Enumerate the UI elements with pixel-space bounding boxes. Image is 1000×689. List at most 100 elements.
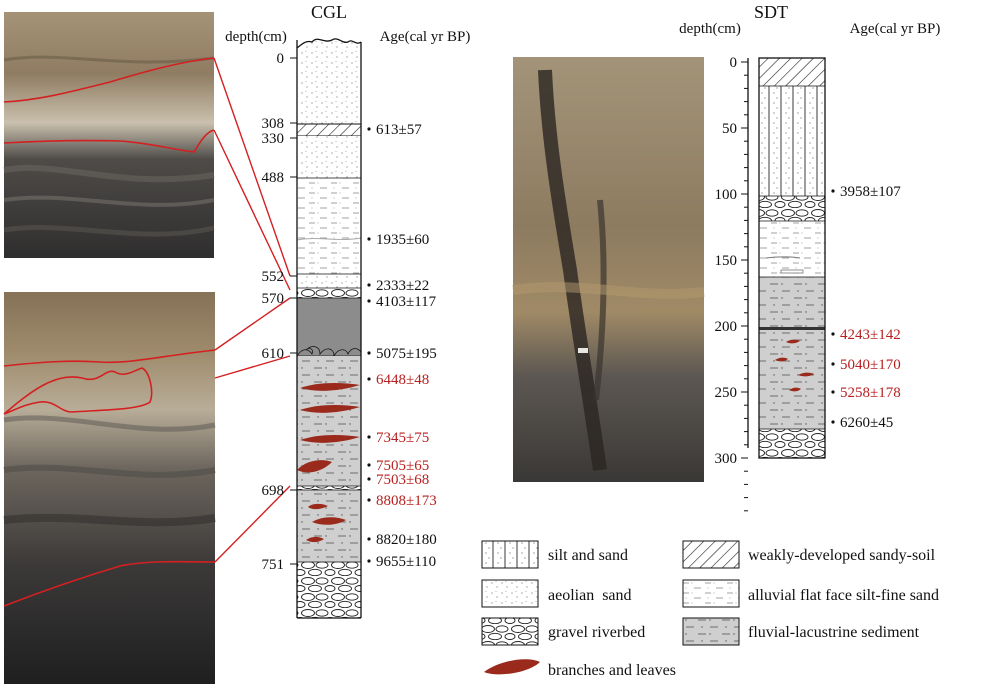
cgl-depth-label: 0	[277, 51, 285, 67]
cgl-age-label: 8808±173	[376, 493, 437, 509]
cgl-boundaries	[297, 177, 361, 563]
branch-mark	[300, 405, 360, 413]
cgl-age-label: 1935±60	[376, 232, 429, 248]
cgl-age-dot	[367, 377, 371, 381]
branch-mark	[798, 372, 814, 377]
sdt-layer-gravel-base	[759, 429, 825, 458]
cgl-age-label: 8820±180	[376, 532, 437, 548]
cgl-age-header: Age(cal yr BP)	[380, 29, 471, 45]
legend-item-fluvial: fluvial-lacustrine sediment	[682, 617, 920, 646]
sdt-branches	[775, 339, 814, 392]
correlation-line-2	[213, 129, 291, 291]
cgl-age-dot	[367, 559, 371, 563]
sdt-age-label: 3958±107	[840, 184, 901, 200]
cgl-age-dot	[367, 498, 371, 502]
correlation-line-1	[213, 57, 291, 277]
legend-item-branches: branches and leaves	[484, 659, 676, 679]
branch-mark	[789, 387, 801, 392]
sdt-age-label: 5258±178	[840, 385, 901, 401]
legend-item-gravel: gravel riverbed	[481, 617, 645, 646]
legend-swatch-aeolian	[481, 579, 539, 608]
cgl-depth-label: 698	[262, 483, 285, 499]
sdt-boundaries	[759, 85, 825, 430]
cgl-depth-label: 751	[262, 557, 285, 573]
cgl-age-label: 2333±22	[376, 278, 429, 294]
branch-mark	[312, 517, 346, 525]
correlation-line-4	[214, 355, 291, 379]
sdt-axis-tick-label: 0	[730, 55, 738, 71]
branch-mark	[306, 536, 324, 543]
sdt-axis-tick-label: 150	[715, 253, 738, 269]
sdt-column	[758, 57, 826, 459]
cgl-branches	[297, 383, 360, 543]
cgl-age-label: 613±57	[376, 122, 422, 138]
cgl-layer-dark	[297, 298, 361, 356]
photo-cgl-bottom	[3, 292, 216, 684]
cgl-layer-soil	[296, 123, 362, 137]
legend-item-aeolian: aeolian sand	[481, 579, 632, 608]
cgl-age-label: 9655±110	[376, 554, 436, 570]
boundary-line-d	[3, 367, 153, 415]
cgl-layer-sand	[297, 274, 361, 288]
sdt-age-dot	[831, 420, 835, 424]
sdt-age-dot	[831, 362, 835, 366]
legend-label-gravel: gravel riverbed	[548, 624, 645, 641]
cgl-age-label: 4103±117	[376, 294, 437, 310]
legend-swatch-fluvial	[682, 617, 740, 646]
sdt-axis-tick-label: 200	[715, 319, 738, 335]
sdt-depth-header: depth(cm)	[679, 21, 741, 37]
legend-swatch-silt	[481, 540, 539, 569]
legend-label-silt: silt and sand	[548, 547, 628, 564]
cgl-age-label: 7503±68	[376, 472, 429, 488]
cgl-depth-label: 610	[262, 346, 285, 362]
cgl-column	[296, 38, 362, 619]
cgl-age-dot	[367, 537, 371, 541]
cgl-depth-header: depth(cm)	[225, 29, 287, 45]
branch-mark	[300, 383, 360, 391]
photo-sdt	[512, 57, 705, 482]
sdt-age-dot	[831, 390, 835, 394]
cgl-layer-gravel-base	[297, 562, 361, 618]
cgl-alluvial-lamina	[296, 237, 362, 241]
cgl-age-dot	[367, 435, 371, 439]
cgl-top-surface	[297, 38, 361, 48]
sdt-age-label: 4243±142	[840, 327, 901, 343]
legend-label-alluvial: alluvial flat face silt-fine sand	[748, 587, 939, 604]
cgl-age-dot	[367, 351, 371, 355]
photo-boundary-lines	[3, 57, 216, 607]
branch-mark	[308, 503, 328, 510]
legend-label-soil: weakly-developed sandy-soil	[748, 547, 936, 564]
sdt-age-label: 6260±45	[840, 415, 893, 431]
sample-tag	[578, 348, 588, 353]
sdt-axis-tick-label: 300	[715, 451, 738, 467]
sdt-column-border	[758, 57, 826, 459]
sdt-lamina	[765, 256, 801, 259]
cgl-layer-thin-gravel	[297, 288, 361, 298]
boundary-line-b	[3, 129, 215, 153]
legend-label-aeolian: aeolian sand	[548, 587, 632, 604]
legend-label-fluvial: fluvial-lacustrine sediment	[748, 624, 920, 641]
sdt-layer-fluvial-lower	[759, 330, 825, 429]
correlation-line-5	[214, 485, 291, 563]
sdt-layer-soil	[759, 58, 825, 86]
legend-label-branches: branches and leaves	[548, 662, 676, 679]
cgl-layer-aeolian-top	[297, 40, 361, 124]
cgl-age-dot	[367, 299, 371, 303]
legend-swatch-gravel	[481, 617, 539, 646]
sdt-layer-fluvial-upper	[759, 277, 825, 327]
sdt-dark-band	[759, 327, 825, 330]
cgl-layer-aeolian-mid	[297, 136, 361, 178]
cgl-age-label: 7505±65	[376, 458, 429, 474]
photo-cgl-top	[3, 12, 215, 258]
cgl-depth-label: 488	[262, 170, 285, 186]
cgl-age-label: 7345±75	[376, 430, 429, 446]
boundary-line-c	[3, 349, 216, 367]
legend-swatch-soil	[682, 540, 740, 569]
legend-swatch-alluvial	[682, 579, 740, 608]
legend-item-soil: weakly-developed sandy-soil	[682, 540, 936, 569]
sdt-axis-tick-label: 50	[722, 121, 737, 137]
correlation-line-3	[214, 297, 291, 351]
correlation-lines	[213, 57, 291, 563]
